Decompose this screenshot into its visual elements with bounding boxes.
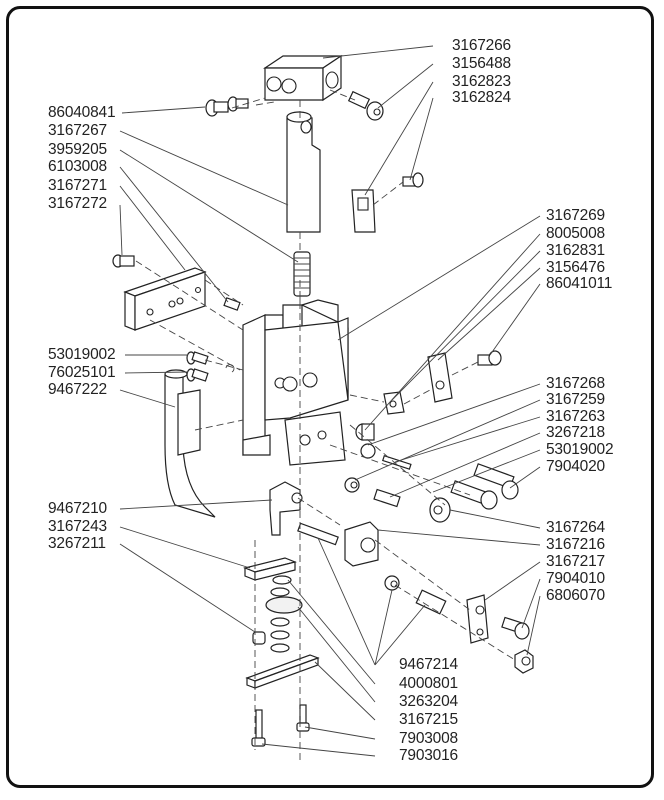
part-bracket-9467222[interactable] [164, 369, 216, 518]
callout-3167268[interactable]: 3167268 [546, 375, 605, 392]
callout-3167263[interactable]: 3167263 [546, 408, 605, 425]
part-pin-roller[interactable] [415, 589, 447, 615]
callout-9467210[interactable]: 9467210 [48, 500, 107, 517]
callout-3167266[interactable]: 3167266 [452, 37, 511, 54]
part-9467210[interactable] [269, 481, 303, 536]
callout-3167271[interactable]: 3167271 [48, 177, 107, 194]
callout-3167215[interactable]: 3167215 [399, 711, 458, 728]
callout-3167269[interactable]: 3167269 [546, 207, 605, 224]
callout-4000801[interactable]: 4000801 [399, 675, 458, 692]
callout-3162823[interactable]: 3162823 [452, 73, 511, 90]
part-screws-7904020[interactable] [450, 463, 519, 510]
part-spacer-3267211[interactable] [252, 631, 266, 645]
part-pin-6103008[interactable] [223, 297, 241, 311]
callout-3162831[interactable]: 3162831 [546, 242, 605, 259]
callout-3167243[interactable]: 3167243 [48, 518, 107, 535]
part-block-3162831[interactable] [383, 391, 405, 415]
part-3167268[interactable] [360, 443, 376, 459]
part-pin-86041011[interactable] [477, 350, 502, 366]
part-3167259[interactable] [344, 477, 360, 493]
callout-53019002-right[interactable]: 53019002 [546, 441, 614, 458]
part-lever-3156476[interactable] [427, 352, 453, 403]
callout-3267211[interactable]: 3267211 [48, 535, 106, 552]
part-screw-7903016[interactable] [251, 709, 266, 747]
part-plate-3167271[interactable] [123, 267, 207, 331]
callout-3267218[interactable]: 3267218 [546, 424, 605, 441]
part-screw-3162824[interactable] [402, 172, 424, 188]
callout-7904010[interactable]: 7904010 [546, 570, 605, 587]
leader-lines [119, 45, 541, 757]
callout-7903016[interactable]: 7903016 [399, 747, 458, 764]
callout-86041011[interactable]: 86041011 [546, 275, 613, 292]
callout-76025101[interactable]: 76025101 [48, 364, 116, 381]
callout-3167259[interactable]: 3167259 [546, 391, 605, 408]
callout-7903008[interactable]: 7903008 [399, 730, 458, 747]
callout-3167267[interactable]: 3167267 [48, 122, 107, 139]
callout-6103008[interactable]: 6103008 [48, 158, 107, 175]
callout-6806070[interactable]: 6806070 [546, 587, 605, 604]
callout-8005008[interactable]: 8005008 [546, 225, 605, 242]
callout-3167217[interactable]: 3167217 [546, 553, 605, 570]
part-screw-86040841[interactable] [205, 96, 249, 117]
part-clip-3162823[interactable] [351, 189, 376, 233]
part-pin-3167272[interactable] [112, 254, 135, 268]
part-screw-3156488[interactable] [347, 90, 384, 121]
callout-3162824[interactable]: 3162824 [452, 89, 511, 106]
callout-3167216[interactable]: 3167216 [546, 536, 605, 553]
part-plunger-3167267[interactable] [286, 111, 321, 233]
part-body-3167269[interactable] [242, 299, 349, 466]
part-roller[interactable] [384, 575, 400, 591]
part-screws-76025101[interactable] [186, 351, 235, 382]
callout-3156488[interactable]: 3156488 [452, 55, 511, 72]
callout-3156476[interactable]: 3156476 [546, 259, 605, 276]
callout-86040841[interactable]: 86040841 [48, 104, 116, 121]
callout-53019002-left[interactable]: 53019002 [48, 346, 116, 363]
part-block-3167217[interactable] [466, 594, 489, 644]
callout-3263204[interactable]: 3263204 [399, 693, 458, 710]
callout-3167264[interactable]: 3167264 [546, 519, 605, 536]
part-nut-6806070[interactable] [514, 649, 534, 674]
part-ring-3167264[interactable] [429, 497, 451, 523]
part-block-top[interactable] [263, 54, 343, 102]
callout-3959205[interactable]: 3959205 [48, 141, 107, 158]
part-shaft-3167263[interactable] [382, 455, 412, 470]
part-screw-7904010[interactable] [501, 616, 530, 640]
part-shaft-9467214[interactable] [297, 522, 339, 546]
callout-7904020[interactable]: 7904020 [546, 458, 605, 475]
part-block-3167216[interactable] [344, 521, 379, 567]
part-washers-4000801[interactable] [265, 575, 303, 653]
callout-9467214[interactable]: 9467214 [399, 656, 458, 673]
part-pin-3267218[interactable] [373, 488, 401, 508]
part-spring-3959205[interactable] [293, 251, 311, 297]
callout-3167272[interactable]: 3167272 [48, 195, 107, 212]
callout-9467222[interactable]: 9467222 [48, 381, 107, 398]
part-plate-3167215[interactable] [245, 654, 320, 689]
